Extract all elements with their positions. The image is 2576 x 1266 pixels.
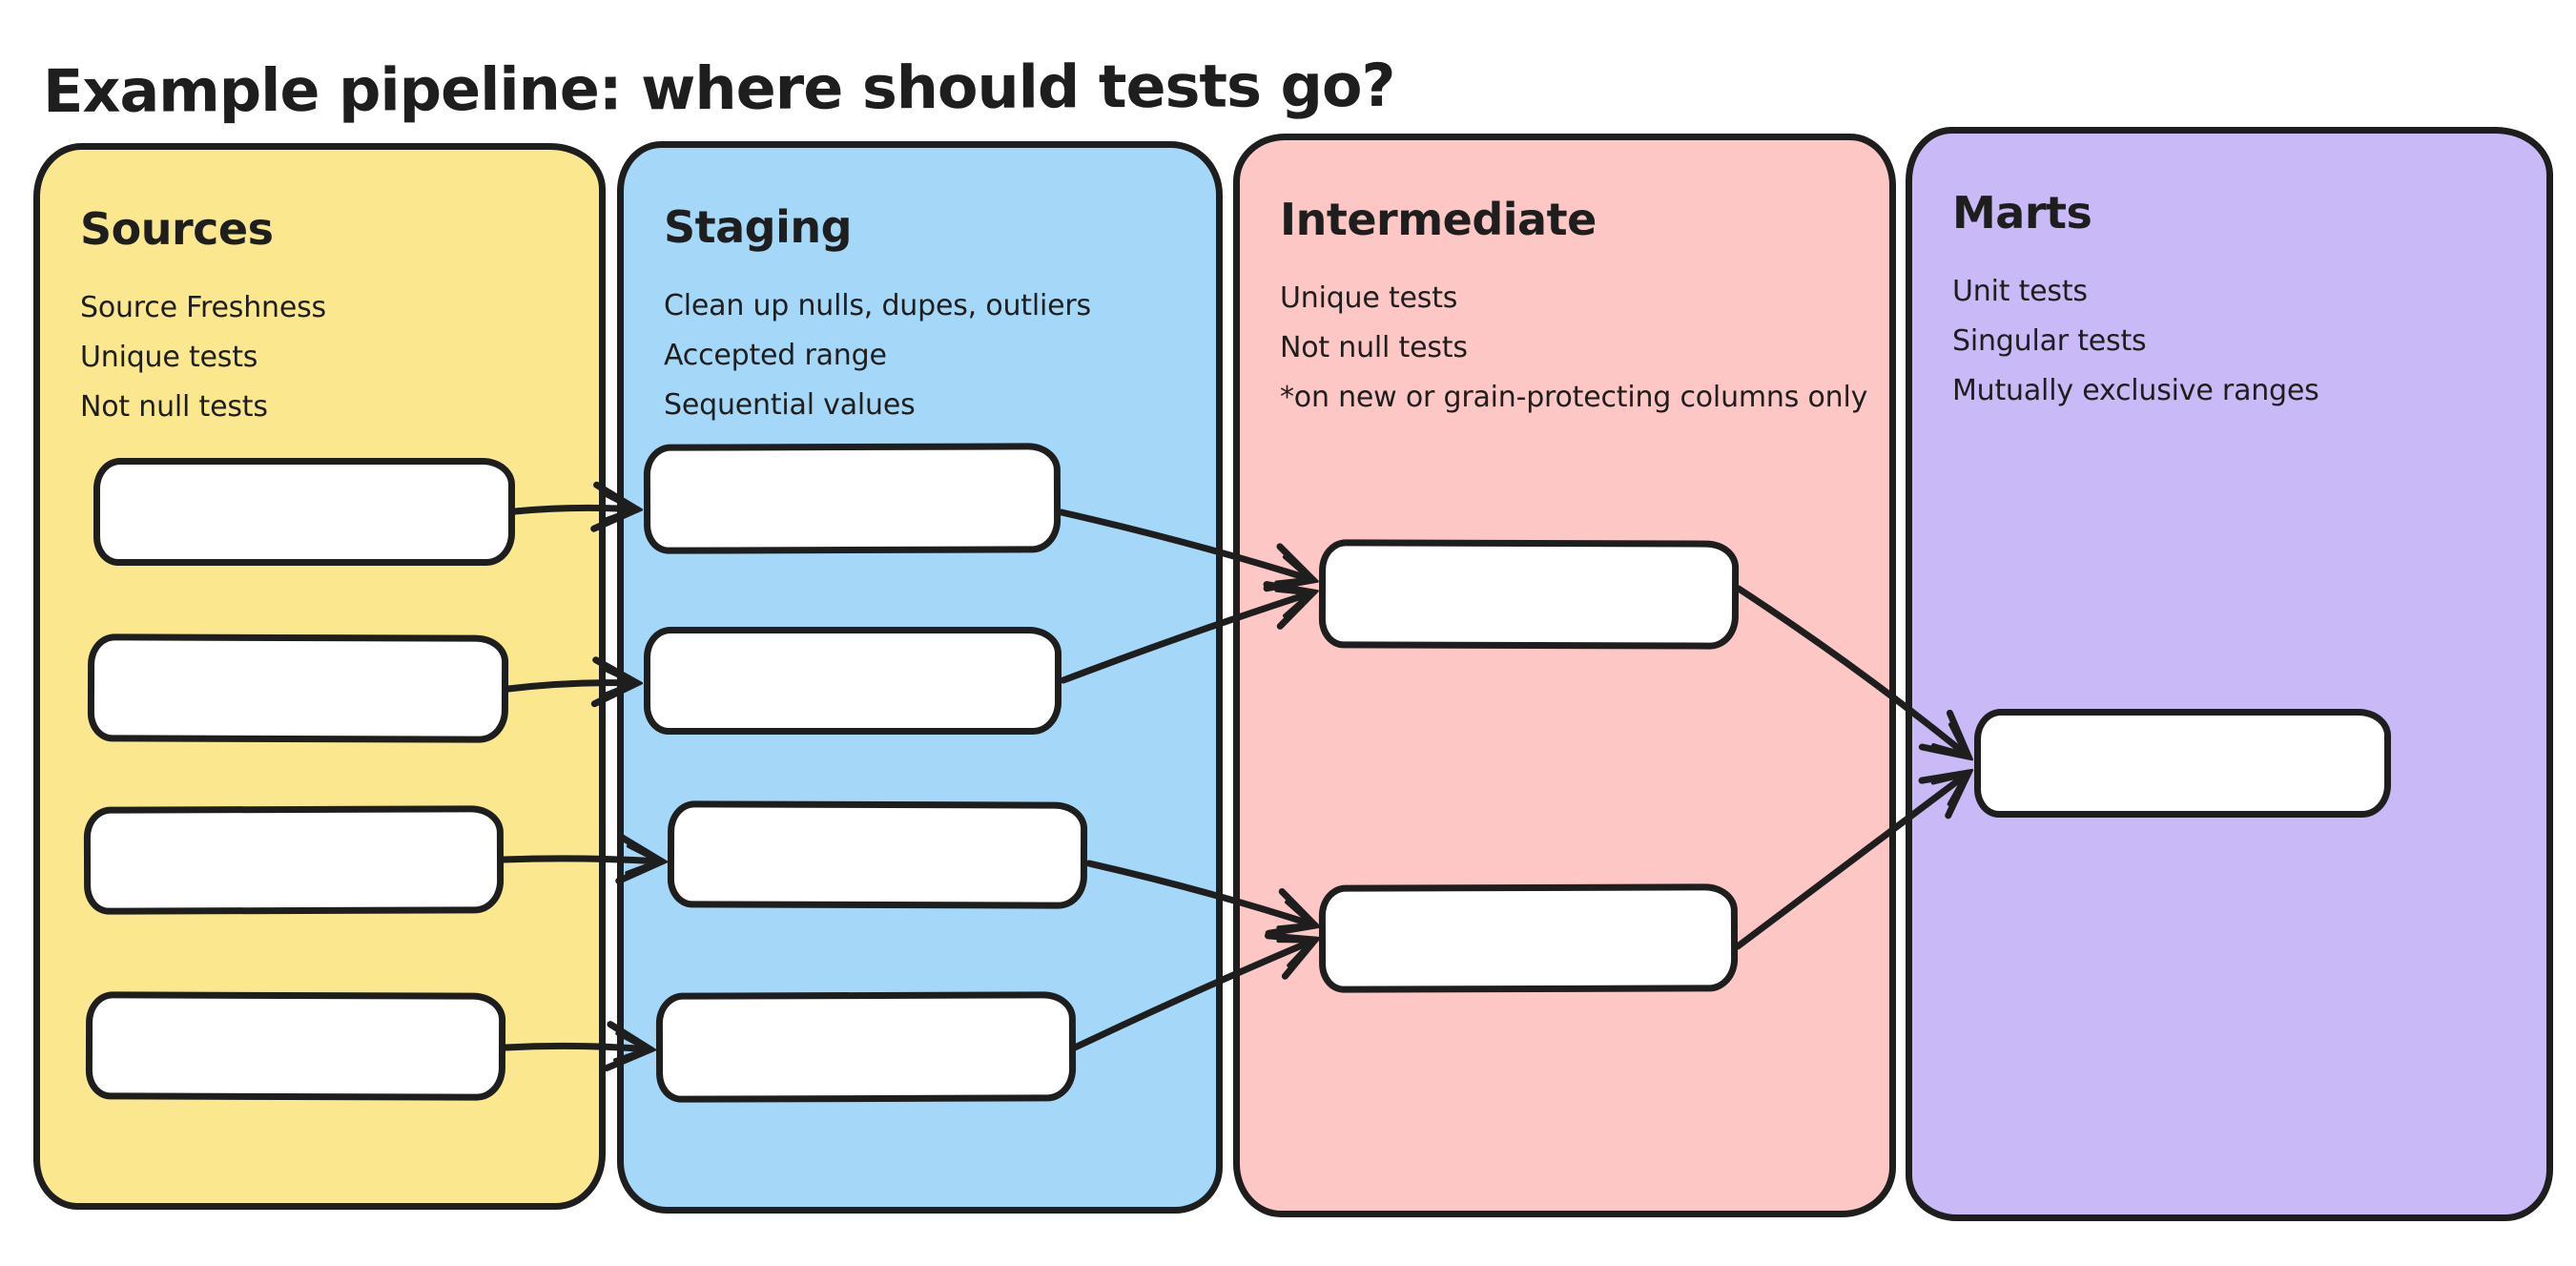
model-box-intermediate-2[interactable] [1318,883,1739,993]
panel-note: Not null tests [1280,331,1468,364]
model-box-sources-4[interactable] [85,991,506,1101]
panel-staging-header: Staging [664,201,853,253]
panel-note: Sequential values [664,388,916,422]
panel-note: Unique tests [80,341,258,374]
model-box-staging-4[interactable] [655,991,1077,1103]
model-box-sources-1[interactable] [93,458,515,566]
model-box-marts-1[interactable] [1974,709,2391,818]
panel-marts-header: Marts [1952,187,2092,239]
panel-marts-notes: Unit tests Singular tests Mutually exclu… [1952,267,2546,416]
model-box-sources-2[interactable] [87,633,509,743]
panel-note: Source Freshness [80,291,326,324]
panel-marts[interactable]: Marts Unit tests Singular tests Mutually… [1906,127,2553,1221]
model-box-staging-3[interactable] [667,800,1088,909]
panel-intermediate-header: Intermediate [1280,194,1597,245]
model-box-intermediate-1[interactable] [1318,539,1740,650]
panel-sources-notes: Source Freshness Unique tests Not null t… [80,283,599,432]
panel-note: Singular tests [1952,324,2147,358]
panel-note: *on new or grain-protecting columns only [1280,381,1868,414]
model-box-sources-3[interactable] [83,805,505,915]
diagram-title: Example pipeline: where should tests go? [42,50,1395,126]
panel-note: Accepted range [664,339,887,372]
panel-note: Unique tests [1280,281,1458,315]
panel-intermediate[interactable]: Intermediate Unique tests Not null tests… [1233,134,1896,1217]
panel-note: Unit tests [1952,275,2088,308]
panel-sources-header: Sources [80,203,274,255]
panel-intermediate-notes: Unique tests Not null tests *on new or g… [1280,274,1889,423]
panel-staging-notes: Clean up nulls, dupes, outliers Accepted… [664,281,1216,430]
model-box-staging-2[interactable] [644,627,1061,735]
panel-note: Clean up nulls, dupes, outliers [664,289,1091,322]
panel-note: Mutually exclusive ranges [1952,374,2319,407]
panel-note: Not null tests [80,390,268,424]
model-box-staging-1[interactable] [643,443,1061,554]
